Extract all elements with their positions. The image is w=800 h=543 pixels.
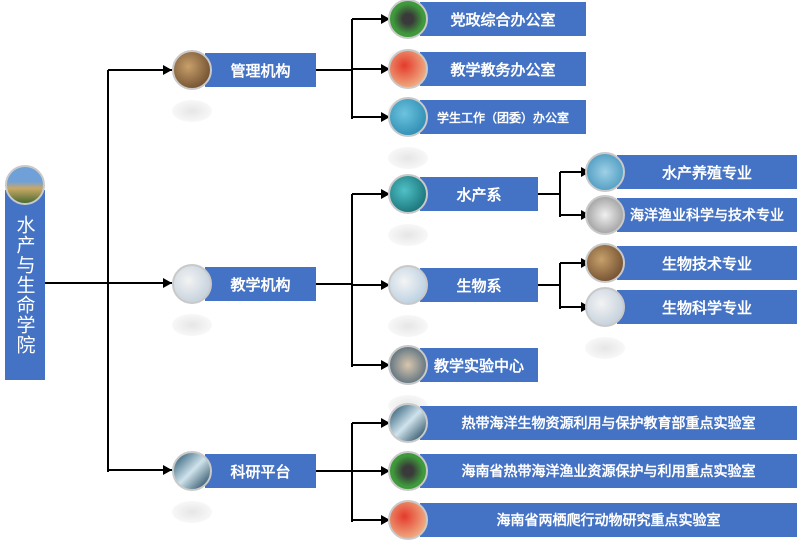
connector-line	[560, 262, 590, 264]
major-node-1-0[interactable]: 生物技术专业	[617, 246, 797, 280]
major-node-0-1-photo-icon	[585, 195, 625, 235]
arrow-icon	[163, 65, 172, 75]
shadow-decoration	[388, 147, 428, 169]
teaching-node-0-photo-icon	[388, 174, 428, 214]
connector-line	[316, 69, 352, 71]
management-node-2-label: 学生工作（团委）办公室	[436, 110, 569, 125]
root-label: 水产与生命学院	[13, 215, 36, 355]
shadow-decoration	[388, 224, 428, 246]
connector-line	[352, 364, 390, 366]
connector-line	[316, 283, 352, 285]
major-node-0-1[interactable]: 海洋渔业科学与技术专业	[617, 198, 797, 232]
arrow-icon	[163, 278, 172, 288]
connector-line	[559, 172, 561, 217]
teaching-node-2[interactable]: 教学实验中心	[420, 348, 538, 382]
management-node-2[interactable]: 学生工作（团委）办公室	[420, 100, 586, 134]
arrow-icon	[381, 515, 390, 525]
shadow-decoration	[172, 501, 212, 523]
shadow-decoration	[172, 100, 212, 122]
connector-line	[560, 306, 590, 308]
connector-line	[352, 193, 390, 195]
college-building-photo-icon	[5, 165, 45, 205]
arrow-icon	[381, 280, 390, 290]
connector-line	[538, 193, 560, 195]
connector-line	[351, 194, 353, 367]
connector-line	[45, 282, 108, 284]
management-node-0-label: 党政综合办公室	[450, 10, 556, 29]
shadow-decoration	[388, 315, 428, 337]
connector-line	[352, 116, 390, 118]
arrow-icon	[381, 360, 390, 370]
management-node-0-photo-icon	[388, 0, 428, 39]
management-node-1-label: 教学教务办公室	[450, 60, 556, 79]
connector-line	[108, 282, 172, 284]
major-node-1-0-photo-icon	[585, 243, 625, 283]
major-node-1-1-label: 生物科学专业	[661, 298, 752, 317]
connector-line	[108, 469, 172, 471]
teaching-node-1[interactable]: 生物系	[420, 268, 538, 302]
teaching-node-2-photo-icon	[388, 345, 428, 385]
management-node-1[interactable]: 教学教务办公室	[420, 52, 586, 86]
connector-line	[352, 68, 390, 70]
level1-node-0[interactable]: 管理机构	[205, 53, 316, 87]
research-node-1-label: 海南省热带海洋渔业资源保护与利用重点实验室	[461, 464, 756, 480]
major-node-1-1[interactable]: 生物科学专业	[617, 290, 797, 324]
teaching-node-0-label: 水产系	[456, 185, 502, 204]
management-node-2-photo-icon	[388, 97, 428, 137]
research-node-1[interactable]: 海南省热带海洋渔业资源保护与利用重点实验室	[420, 454, 797, 488]
research-node-2-photo-icon	[388, 500, 428, 540]
connector-line	[559, 263, 561, 309]
connector-line	[352, 422, 390, 424]
management-node-1-photo-icon	[388, 49, 428, 89]
arrow-icon	[381, 64, 390, 74]
level1-node-1-photo-icon	[172, 264, 212, 304]
connector-line	[316, 470, 352, 472]
root-node[interactable]: 水产与生命学院	[5, 190, 45, 380]
connector-line	[352, 519, 390, 521]
connector-line	[107, 70, 109, 472]
research-node-0-photo-icon	[388, 403, 428, 443]
arrow-icon	[381, 14, 390, 24]
level1-node-2-photo-icon	[172, 451, 212, 491]
major-node-0-0-photo-icon	[585, 152, 625, 192]
research-node-2[interactable]: 海南省两栖爬行动物研究重点实验室	[420, 503, 797, 537]
teaching-node-2-label: 教学实验中心	[433, 356, 524, 375]
connector-line	[352, 18, 390, 20]
major-node-0-1-label: 海洋渔业科学与技术专业	[630, 208, 784, 224]
level1-node-1-label: 教学机构	[230, 275, 291, 294]
connector-line	[108, 69, 172, 71]
major-node-1-1-photo-icon	[585, 287, 625, 327]
level1-node-2[interactable]: 科研平台	[205, 454, 316, 488]
arrow-icon	[381, 112, 390, 122]
major-node-0-0-label: 水产养殖专业	[661, 163, 752, 182]
management-node-0[interactable]: 党政综合办公室	[420, 2, 586, 36]
level1-node-0-label: 管理机构	[230, 61, 291, 80]
arrow-icon	[163, 465, 172, 475]
shadow-decoration	[585, 337, 625, 359]
teaching-node-1-label: 生物系	[456, 276, 502, 295]
connector-line	[351, 423, 353, 522]
research-node-1-photo-icon	[388, 451, 428, 491]
connector-line	[538, 284, 560, 286]
shadow-decoration	[172, 314, 212, 336]
major-node-0-0[interactable]: 水产养殖专业	[617, 155, 797, 189]
arrow-icon	[381, 418, 390, 428]
level1-node-0-photo-icon	[172, 50, 212, 90]
research-node-0[interactable]: 热带海洋生物资源利用与保护教育部重点实验室	[420, 406, 797, 440]
research-node-0-label: 热带海洋生物资源利用与保护教育部重点实验室	[461, 416, 756, 432]
major-node-1-0-label: 生物技术专业	[661, 254, 752, 273]
connector-line	[352, 284, 390, 286]
connector-line	[560, 171, 590, 173]
arrow-icon	[381, 466, 390, 476]
arrow-icon	[381, 189, 390, 199]
level1-node-2-label: 科研平台	[230, 462, 291, 481]
research-node-2-label: 海南省两栖爬行动物研究重点实验室	[496, 513, 721, 529]
teaching-node-1-photo-icon	[388, 265, 428, 305]
level1-node-1[interactable]: 教学机构	[205, 267, 316, 301]
connector-line	[352, 470, 390, 472]
teaching-node-0[interactable]: 水产系	[420, 177, 538, 211]
connector-line	[560, 214, 590, 216]
